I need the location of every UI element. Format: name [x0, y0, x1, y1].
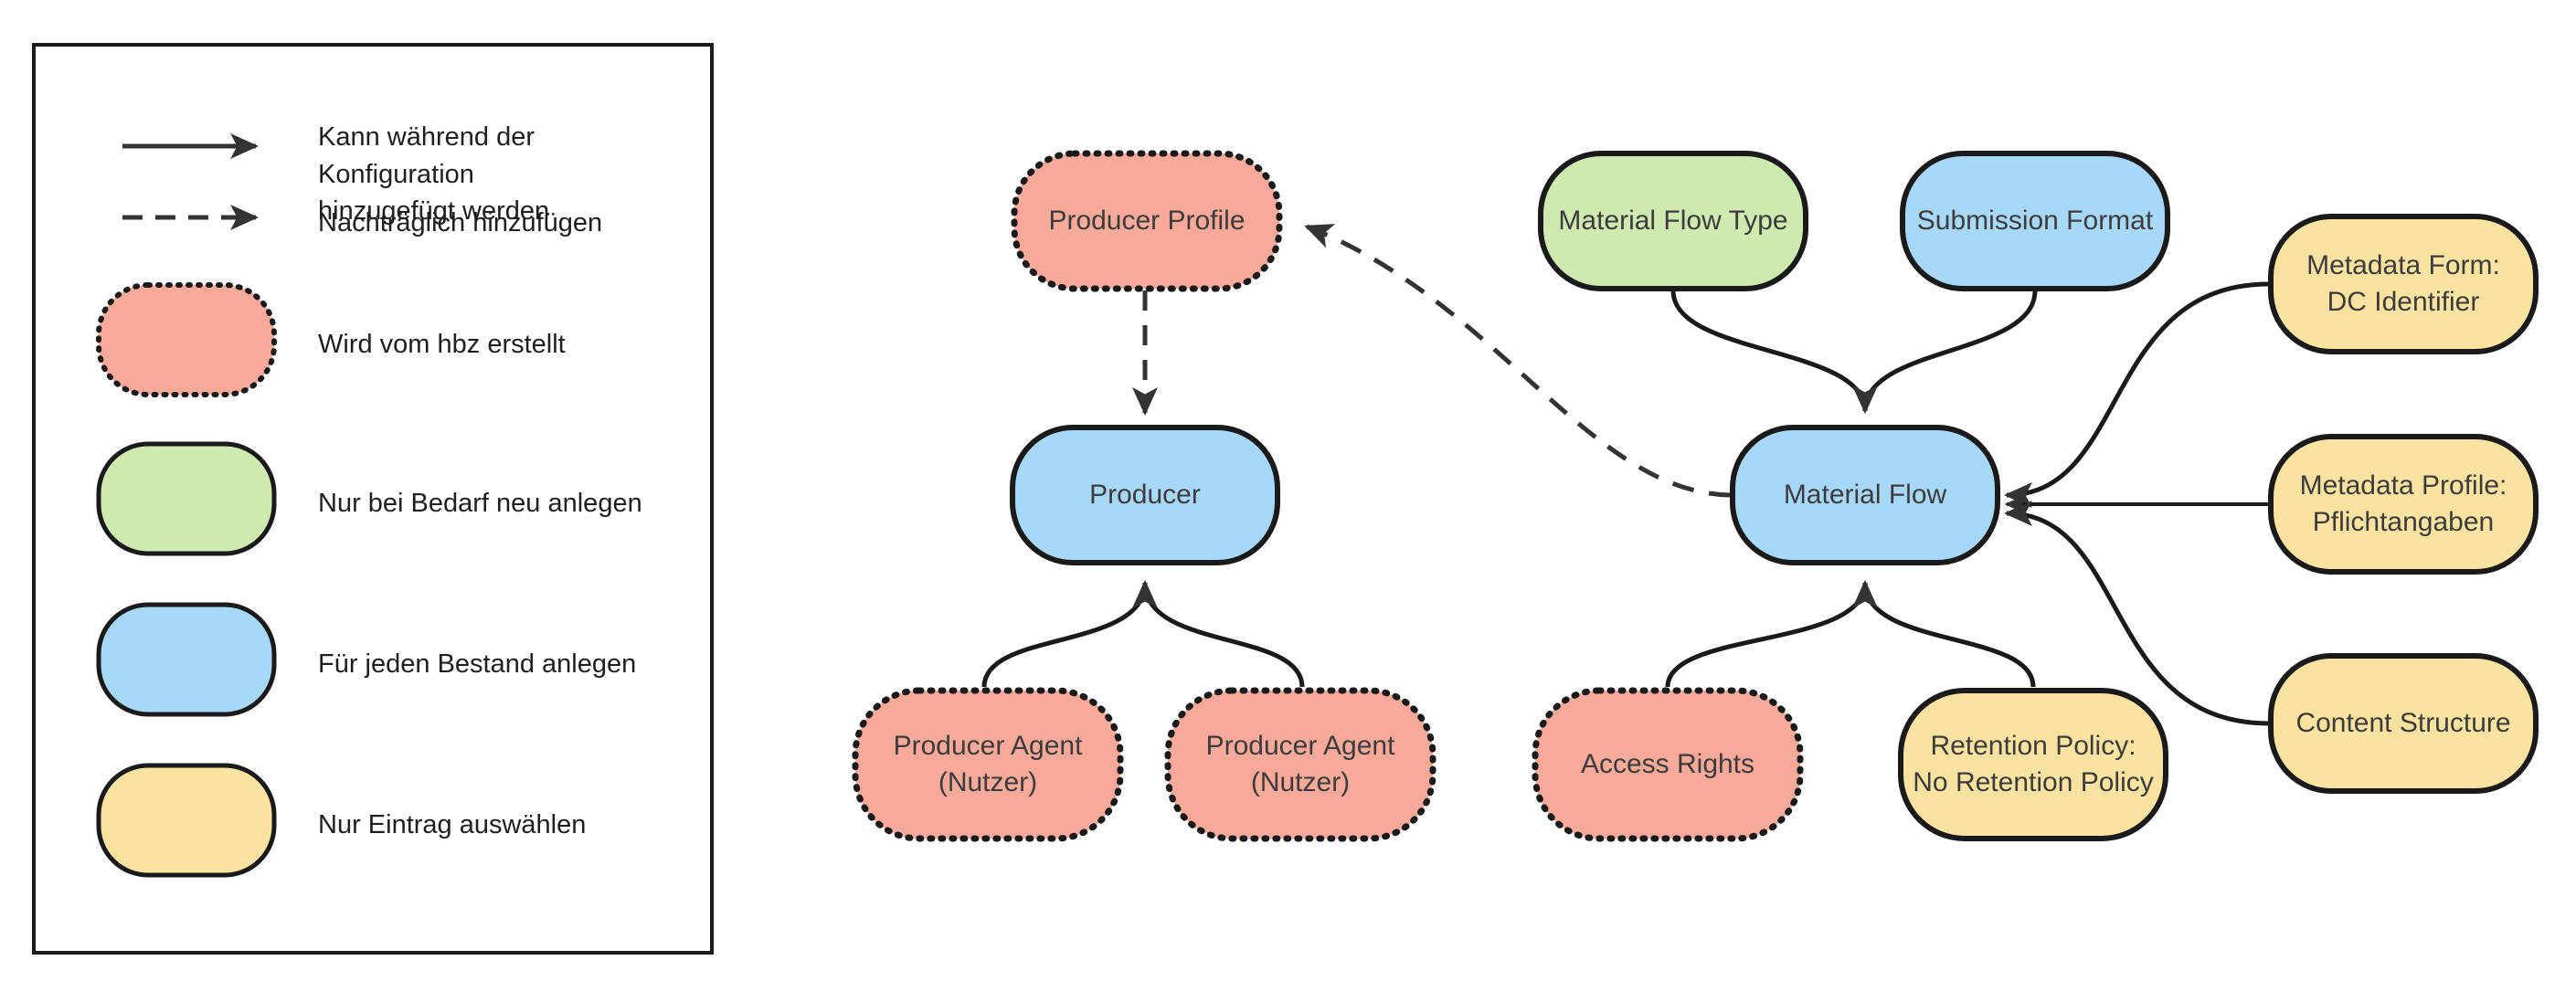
node-producer-agent-2[interactable] — [1164, 687, 1436, 842]
legend-pink-shape-icon — [96, 282, 277, 397]
node-material-flow-type[interactable] — [1538, 151, 1808, 291]
edge-agent2-to-producer — [1132, 580, 1305, 688]
edge-material-flow-to-producer-profile — [1304, 224, 1732, 498]
edge-access-rights-to-material-flow — [1665, 580, 1878, 688]
node-access-rights[interactable] — [1532, 687, 1804, 842]
edge-material-flow-type-to-material-flow — [1670, 290, 1878, 414]
edge-agent1-to-producer — [981, 580, 1158, 688]
edge-metadata-form-to-material-flow — [2004, 281, 2270, 508]
legend-yellow-shape-icon — [96, 763, 277, 878]
legend-label-solid-arrow: Kann während der Konfiguration hinzugefü… — [318, 122, 550, 227]
node-metadata-profile[interactable] — [2268, 434, 2539, 575]
legend-label-dashed-arrow: Nachträglich hinzufügen — [318, 208, 603, 237]
node-producer-agent-1[interactable] — [852, 687, 1124, 842]
legend-label-yellow-node: Nur Eintrag auswählen — [318, 810, 587, 839]
legend-label-blue-node: Für jeden Bestand anlegen — [318, 649, 637, 679]
legend-green-shape-icon — [96, 441, 277, 556]
edge-submission-format-to-material-flow — [1852, 290, 2038, 414]
legend-label-green-node: Nur bei Bedarf neu anlegen — [318, 489, 642, 518]
node-submission-format[interactable] — [1900, 151, 2170, 291]
edge-retention-policy-to-material-flow — [1852, 580, 2036, 688]
edge-content-structure-to-material-flow — [2004, 501, 2270, 726]
node-content-structure[interactable] — [2268, 653, 2539, 794]
node-material-flow[interactable] — [1730, 425, 2000, 565]
node-metadata-form[interactable] — [2268, 214, 2539, 354]
legend-blue-shape-icon — [96, 602, 277, 717]
node-retention-policy[interactable] — [1898, 688, 2168, 841]
legend-label-pink-node: Wird vom hbz erstellt — [318, 330, 566, 359]
node-producer[interactable] — [1010, 425, 1280, 565]
node-producer-profile[interactable] — [1011, 150, 1283, 292]
